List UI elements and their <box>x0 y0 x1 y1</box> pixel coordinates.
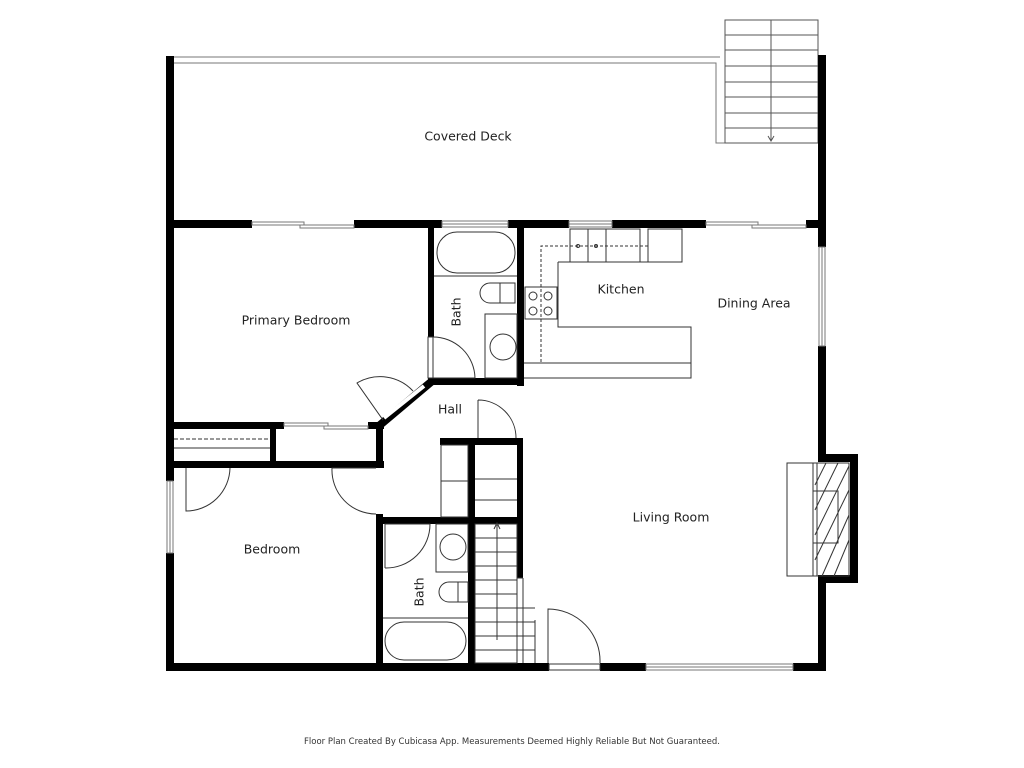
room-label-living-room: Living Room <box>632 509 710 525</box>
room-label-hall: Hall <box>437 401 463 417</box>
room-label-dining-area: Dining Area <box>717 295 791 311</box>
room-label-bath-lower: Bath <box>411 577 427 607</box>
room-label-bath-upper: Bath <box>448 297 464 327</box>
disclaimer-footer: Floor Plan Created By Cubicasa App. Meas… <box>304 737 720 747</box>
windows <box>166 220 826 671</box>
room-label-bedroom: Bedroom <box>243 541 301 557</box>
room-label-covered-deck: Covered Deck <box>424 128 512 144</box>
room-label-primary-bedroom: Primary Bedroom <box>241 312 351 328</box>
room-label-kitchen: Kitchen <box>597 281 645 297</box>
doors <box>185 336 601 671</box>
walls <box>166 55 858 671</box>
diagonal-wall <box>377 378 434 429</box>
fixtures <box>174 228 850 664</box>
deck-stairs <box>724 19 819 144</box>
